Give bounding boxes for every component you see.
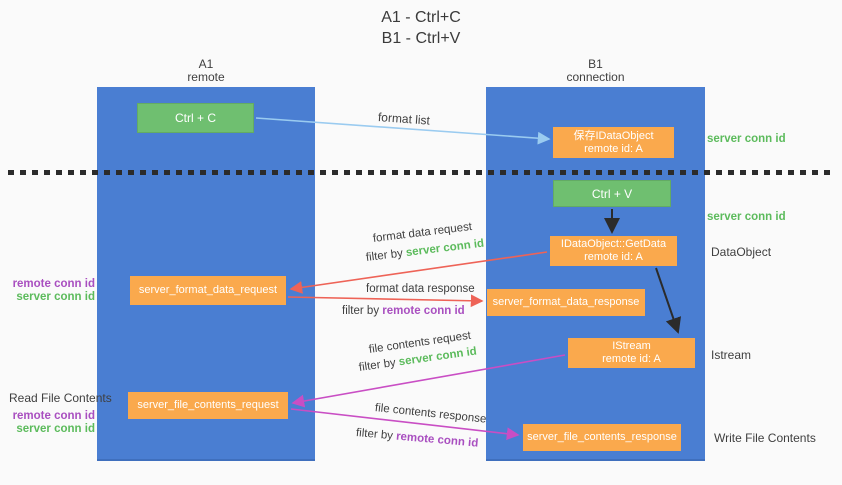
dataobject-annotation: DataObject	[711, 245, 772, 259]
lifeline-a1-name: A1	[198, 57, 214, 71]
read-file-contents-annotation: Read File Contents	[9, 391, 112, 405]
istream-line2: remote id: A	[602, 353, 661, 365]
remote-conn-id-annotation-2: remote conn id	[12, 410, 95, 422]
diagram-title: A1 - Ctrl+C B1 - Ctrl+V	[0, 7, 842, 49]
getdata-line1: IDataObject::GetData	[560, 238, 667, 250]
filter-by-text: filter by	[365, 247, 407, 264]
server-format-data-response-node: server_format_data_response	[487, 289, 645, 316]
filter-by-text: filter by	[342, 305, 383, 317]
title-line-2: B1 - Ctrl+V	[381, 30, 461, 47]
istream-node: IStream remote id: A	[568, 338, 695, 368]
server-format-data-request-node: server_format_data_request	[130, 276, 286, 305]
server-format-data-request-label: server_format_data_request	[138, 284, 278, 296]
getdata-node: IDataObject::GetData remote id: A	[550, 236, 677, 266]
conn-id-group-format: remote conn id server conn id	[0, 278, 95, 304]
server-conn-id-text: server conn id	[405, 237, 485, 260]
filter-by-remote-conn-id-label-1: filter by remote conn id	[342, 305, 465, 317]
format-list-label: format list	[377, 110, 431, 128]
istream-line1: IStream	[612, 340, 651, 352]
filter-by-text: filter by	[355, 427, 397, 443]
lifeline-a1-header: A1 remote	[97, 58, 315, 84]
server-conn-id-annotation-1: server conn id	[16, 291, 95, 303]
format-data-response-arrow	[287, 294, 484, 308]
filter-by-remote-conn-id-label-2: filter by remote conn id	[355, 427, 478, 450]
file-contents-response-label: file contents response	[374, 402, 487, 426]
server-file-contents-request-label: server_file_contents_request	[137, 399, 279, 411]
save-idataobject-line1: 保存IDataObject	[573, 129, 654, 142]
lifeline-b1-role: connection	[566, 70, 625, 84]
lifeline-b1-header: B1 connection	[486, 58, 705, 84]
lifeline-a1-role: remote	[187, 70, 225, 84]
remote-conn-id-text: remote conn id	[382, 305, 465, 317]
istream-annotation: Istream	[711, 348, 752, 362]
server-conn-id-annotation-mid: server conn id	[707, 211, 786, 223]
remote-conn-id-text: remote conn id	[395, 430, 479, 450]
title-line-1: A1 - Ctrl+C	[381, 9, 461, 26]
server-file-contents-response-label: server_file_contents_response	[527, 431, 677, 443]
server-conn-id-annotation-2: server conn id	[16, 423, 95, 435]
format-data-response-label: format data response	[366, 283, 475, 295]
getdata-line2: remote id: A	[584, 251, 643, 263]
filter-by-text: filter by	[358, 356, 400, 374]
ctrl-v-label: Ctrl + V	[591, 186, 633, 201]
conn-id-group-file: remote conn id server conn id	[0, 410, 95, 436]
ctrl-c-label: Ctrl + C	[174, 111, 216, 125]
session-divider	[8, 170, 836, 175]
server-format-data-response-label: server_format_data_response	[492, 296, 640, 308]
remote-conn-id-annotation-1: remote conn id	[12, 278, 95, 290]
lifeline-b1-name: B1	[588, 57, 603, 71]
ctrl-v-node: Ctrl + V	[553, 180, 671, 207]
ctrl-c-node: Ctrl + C	[137, 103, 254, 133]
server-file-contents-request-node: server_file_contents_request	[128, 392, 288, 419]
write-file-contents-annotation: Write File Contents	[714, 431, 816, 445]
save-idataobject-node: 保存IDataObject remote id: A	[553, 127, 674, 158]
server-file-contents-response-node: server_file_contents_response	[523, 424, 681, 451]
server-conn-id-annotation-top: server conn id	[707, 133, 786, 145]
save-idataobject-line2: remote id: A	[584, 142, 643, 155]
